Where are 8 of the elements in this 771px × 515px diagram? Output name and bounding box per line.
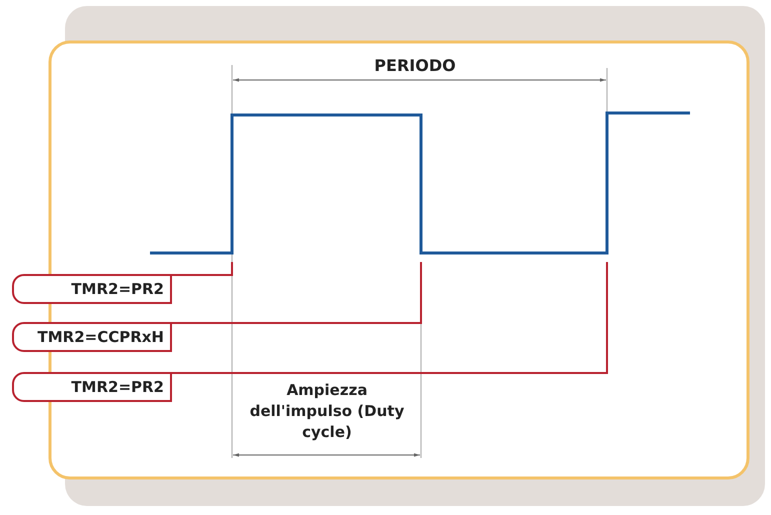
leader-line [172, 262, 233, 276]
register-label: TMR2=PR2 [12, 274, 172, 304]
annotation-text: Ampiezza dell'impulso (Duty cycle) [248, 380, 406, 443]
register-label: TMR2=PR2 [12, 372, 172, 402]
leader-line [172, 262, 422, 324]
dimension-label: PERIODO [373, 55, 457, 77]
leader-line [172, 262, 608, 374]
register-label: TMR2=CCPRxH [12, 322, 172, 352]
